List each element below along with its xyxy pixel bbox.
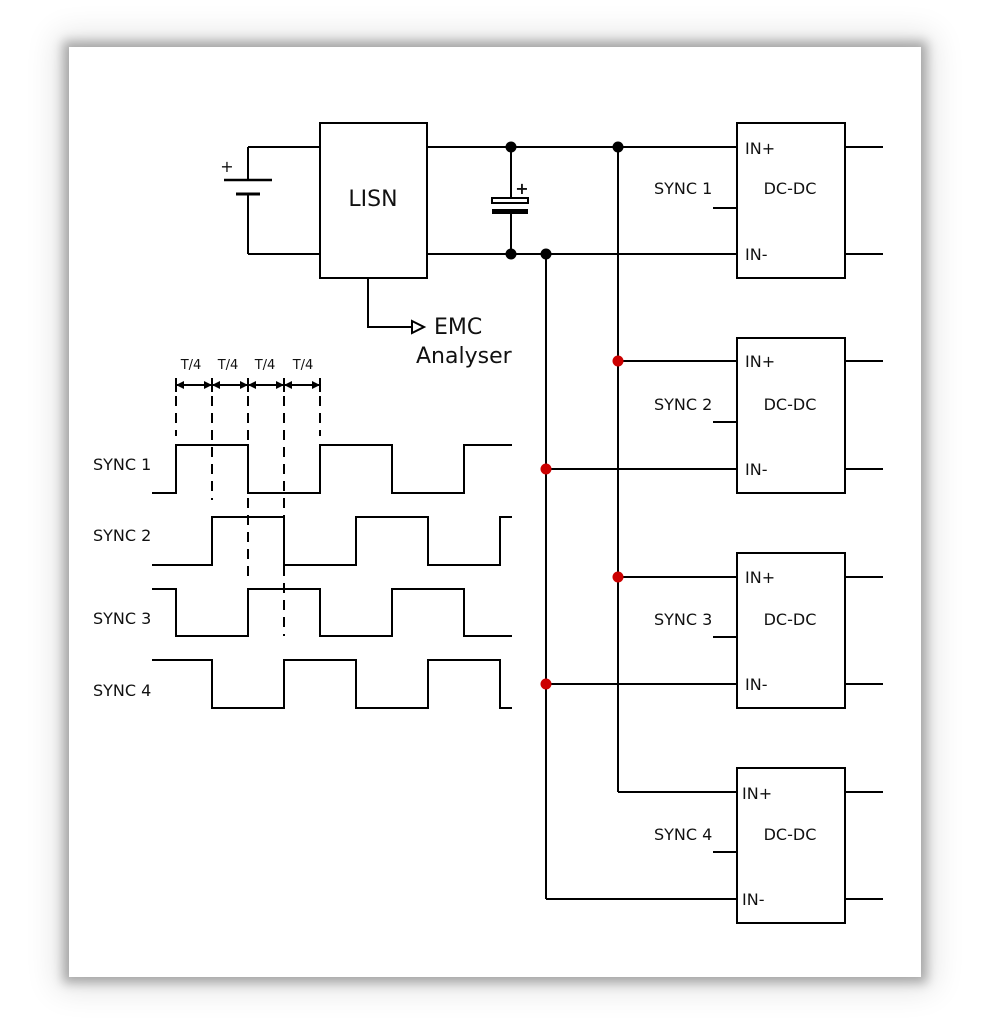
- converter-4: IN+ IN- DC-DC SYNC 4: [654, 767, 883, 924]
- capacitor-plus-label: +: [515, 179, 528, 198]
- converter-title: DC-DC: [764, 179, 817, 198]
- signal-label: SYNC 2: [93, 526, 151, 545]
- converter-in-minus-label: IN-: [745, 245, 767, 264]
- junctions: [505, 141, 624, 690]
- junction-dot-highlight: [612, 355, 624, 367]
- converter-in-minus-label: IN-: [745, 675, 767, 694]
- sync4-waveform: SYNC 4: [93, 659, 512, 709]
- converter-1: IN+ IN- DC-DC SYNC 1: [654, 122, 883, 279]
- converter-title: DC-DC: [764, 395, 817, 414]
- converter-sync-label: SYNC 2: [654, 395, 712, 414]
- dc-source: +: [220, 146, 320, 255]
- bulk-capacitor: +: [491, 147, 529, 254]
- signal-label: SYNC 4: [93, 681, 151, 700]
- emc-label-line1: EMC: [434, 315, 482, 340]
- interval-label: T/4: [180, 358, 202, 373]
- junction-dot-highlight: [540, 678, 552, 690]
- converter-in-plus-label: IN+: [745, 568, 775, 587]
- converter-sync-label: SYNC 4: [654, 825, 712, 844]
- source-plus-label: +: [220, 157, 233, 176]
- converter-in-minus-label: IN-: [742, 890, 764, 909]
- sync2-waveform: SYNC 2: [93, 516, 512, 566]
- converter-in-minus-label: IN-: [745, 460, 767, 479]
- converter-2: IN+ IN- DC-DC SYNC 2: [654, 337, 883, 494]
- converter-in-plus-label: IN+: [745, 352, 775, 371]
- lisn-block: LISN: [319, 122, 428, 279]
- interval-label: T/4: [292, 358, 314, 373]
- converter-3: IN+ IN- DC-DC SYNC 3: [654, 552, 883, 709]
- junction-dot: [505, 248, 517, 260]
- sync3-waveform: SYNC 3: [93, 588, 512, 637]
- timing-scale: T/4 T/4 T/4 T/4: [175, 358, 321, 636]
- converter-in-plus-label: IN+: [742, 784, 772, 803]
- interval-label: T/4: [217, 358, 239, 373]
- junction-dot: [505, 141, 517, 153]
- signal-label: SYNC 3: [93, 609, 151, 628]
- converter-title: DC-DC: [764, 825, 817, 844]
- junction-dot: [612, 141, 624, 153]
- lisn-label: LISN: [348, 187, 397, 212]
- signal-label: SYNC 1: [93, 455, 151, 474]
- junction-dot-highlight: [612, 571, 624, 583]
- junction-dot: [540, 248, 552, 260]
- emc-label-line2: Analyser: [416, 344, 513, 369]
- converter-sync-label: SYNC 3: [654, 610, 712, 629]
- converter-title: DC-DC: [764, 610, 817, 629]
- junction-dot-highlight: [540, 463, 552, 475]
- converter-in-plus-label: IN+: [745, 139, 775, 158]
- emc-analyser-link: EMC Analyser: [367, 278, 513, 369]
- converter-sync-label: SYNC 1: [654, 179, 712, 198]
- sync1-waveform: SYNC 1: [93, 444, 512, 494]
- power-buses: [427, 146, 737, 900]
- interval-label: T/4: [254, 358, 276, 373]
